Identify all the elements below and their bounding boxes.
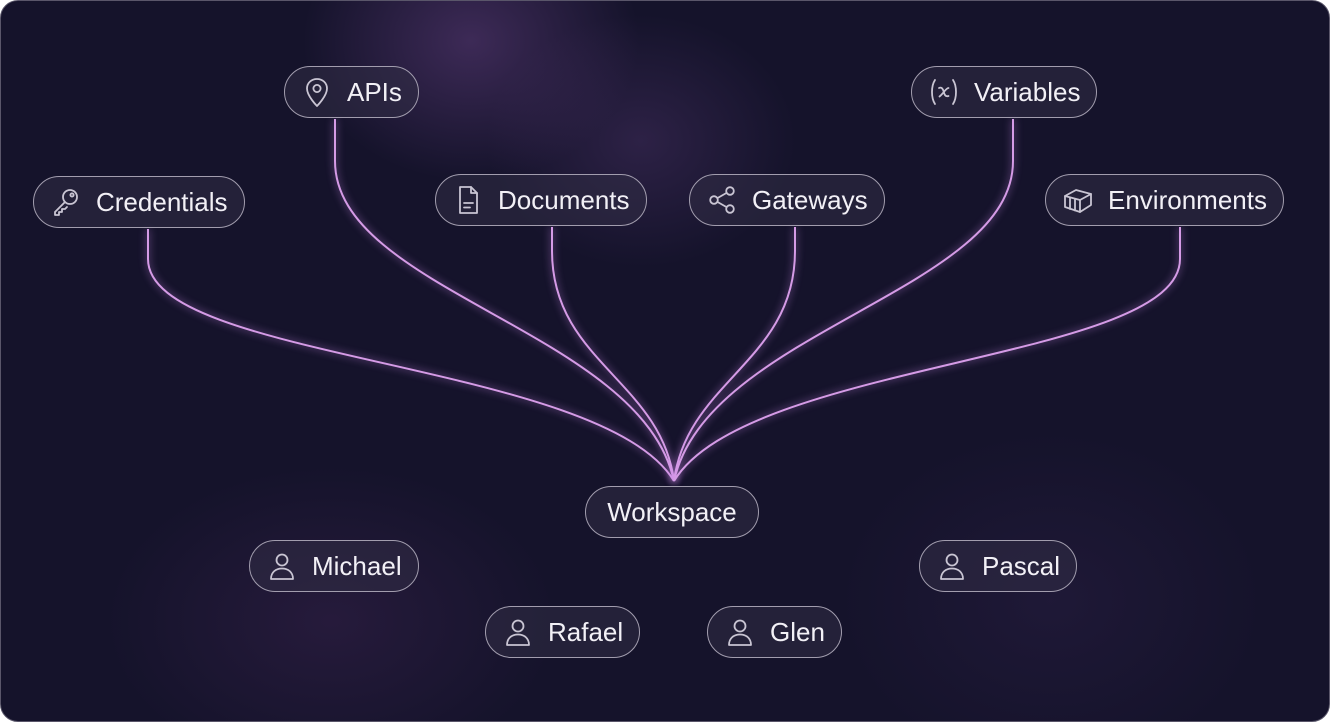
member-rafael[interactable]: Rafael: [485, 606, 641, 658]
link-credentials-workspace: [147, 229, 675, 482]
member-pascal-label: Pascal: [982, 550, 1061, 581]
node-workspace-label: Workspace: [607, 496, 737, 527]
variable-x-icon: [928, 76, 960, 108]
node-variables-label: Variables: [974, 76, 1081, 107]
member-michael[interactable]: Michael: [249, 540, 419, 592]
member-rafael-label: Rafael: [548, 616, 624, 647]
node-apis-label: APIs: [347, 76, 402, 107]
map-pin-icon: [301, 76, 333, 108]
link-environments-workspace: [673, 227, 1181, 482]
node-gateways-label: Gateways: [752, 184, 868, 215]
link-variables-workspace: [673, 119, 1014, 482]
user-icon: [266, 550, 298, 582]
member-michael-label: Michael: [312, 550, 402, 581]
document-icon: [452, 184, 484, 216]
node-documents[interactable]: Documents: [435, 174, 647, 226]
link-documents-workspace: [551, 227, 675, 482]
link-apis-workspace: [334, 119, 675, 482]
link-gateways-workspace: [673, 227, 796, 482]
node-credentials-label: Credentials: [96, 186, 228, 217]
share-nodes-icon: [706, 184, 738, 216]
node-environments[interactable]: Environments: [1045, 174, 1284, 226]
node-variables[interactable]: Variables: [911, 66, 1098, 118]
member-pascal[interactable]: Pascal: [919, 540, 1078, 592]
key-icon: [50, 186, 82, 218]
node-workspace[interactable]: Workspace: [585, 486, 759, 538]
node-credentials[interactable]: Credentials: [33, 176, 245, 228]
node-documents-label: Documents: [498, 184, 630, 215]
user-icon: [724, 616, 756, 648]
node-apis[interactable]: APIs: [284, 66, 419, 118]
node-environments-label: Environments: [1108, 184, 1267, 215]
node-gateways[interactable]: Gateways: [689, 174, 885, 226]
member-glen-label: Glen: [770, 616, 825, 647]
user-icon: [936, 550, 968, 582]
user-icon: [502, 616, 534, 648]
member-glen[interactable]: Glen: [707, 606, 842, 658]
box-icon: [1062, 184, 1094, 216]
